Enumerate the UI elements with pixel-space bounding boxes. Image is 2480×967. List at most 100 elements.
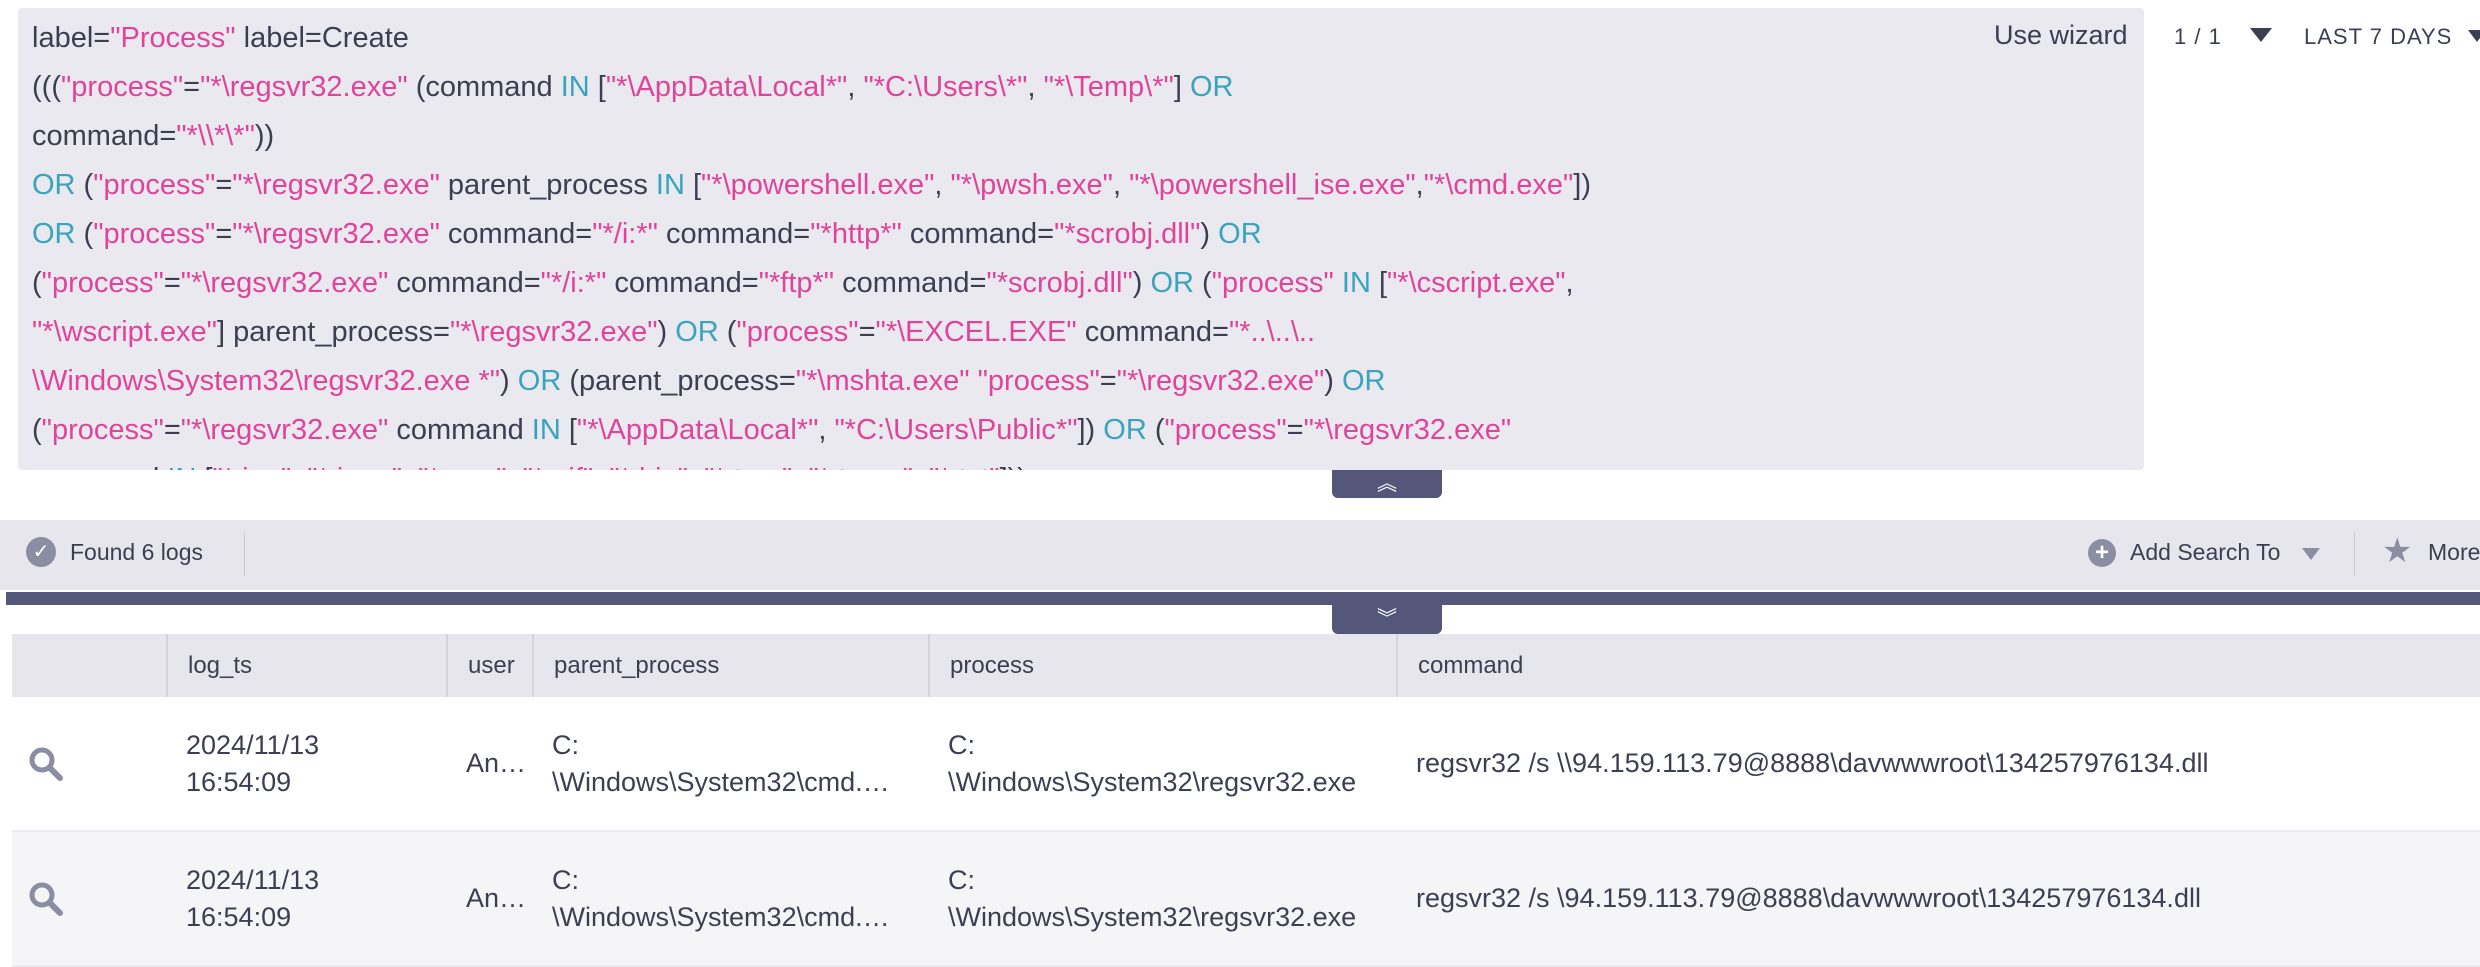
parent-process-line: \Windows\System32\cmd.… — [552, 766, 890, 797]
cell-parent-process: C: \Windows\System32\cmd.… — [532, 697, 928, 830]
query-text-token: , — [818, 414, 835, 446]
parent-process-line: C: — [552, 864, 579, 895]
query-text-token: ] — [1173, 71, 1190, 103]
query-string-token: "*\regsvr32.exe" — [232, 169, 440, 201]
query-string-token: "*http*" — [810, 218, 902, 250]
query-line: command IN ["*.jpg", "*.jpeg", "*.png", … — [32, 455, 1932, 470]
cell-command: regsvr32 /s \94.159.113.79@8888\davwwwro… — [1396, 832, 2480, 965]
query-text-token: command= — [388, 267, 541, 299]
command-value: regsvr32 /s \\94.159.113.79@8888\davwwwr… — [1416, 748, 2209, 778]
query-text-token: ]) — [1077, 414, 1104, 446]
magnifier-icon[interactable] — [26, 879, 66, 919]
query-text-token: ( — [718, 316, 737, 348]
log-ts-date: 2024/11/13 — [186, 864, 320, 895]
parent-process-line: \Windows\System32\cmd.… — [552, 901, 890, 932]
query-string-token: "Process" — [110, 22, 236, 54]
cell-process: C: \Windows\System32\regsvr32.exe — [928, 832, 1396, 965]
query-text-token: ( — [75, 218, 94, 250]
cell-user: An… — [446, 832, 532, 965]
column-header-user[interactable]: user — [446, 634, 532, 697]
query-string-token: "process" — [1211, 267, 1334, 299]
chevron-down-icon[interactable] — [2468, 30, 2480, 42]
process-line: C: — [948, 864, 975, 895]
query-string-token: "*\powershell_ise.exe" — [1129, 169, 1416, 201]
user-value: An… — [466, 748, 527, 778]
query-keyword-token: OR — [517, 365, 562, 397]
query-line: ("process"="*\regsvr32.exe" command="*/i… — [32, 259, 1932, 308]
query-string-token: "*\regsvr32.exe" — [232, 218, 440, 250]
result-counter: 1 / 1 — [2174, 24, 2222, 49]
results-table: log_ts user parent_process process comma… — [12, 634, 2480, 967]
query-area: label="Process" label=Create((("process"… — [18, 8, 2480, 498]
query-text-token: command= — [606, 267, 759, 299]
column-header-parent-process[interactable]: parent_process — [532, 634, 928, 697]
table-header: log_ts user parent_process process comma… — [12, 634, 2480, 697]
query-text-token: ])) — [1000, 463, 1027, 470]
query-text-token: , — [507, 463, 523, 470]
query-text-token: [ — [684, 169, 702, 201]
check-circle-icon: ✓ — [26, 537, 56, 567]
query-line: label="Process" label=Create — [32, 14, 1932, 63]
query-string-token: "*\AppData\Local*" — [605, 71, 848, 103]
query-line: ((("process"="*\regsvr32.exe" (command I… — [32, 63, 1932, 112]
parent-process-line: C: — [552, 729, 579, 760]
column-header-command[interactable]: command — [1396, 634, 2480, 697]
plus-circle-icon[interactable]: + — [2088, 539, 2116, 567]
query-string-token: "*\powershell.exe" — [701, 169, 935, 201]
query-keyword-token: OR — [675, 316, 719, 348]
add-search-to-button[interactable]: Add Search To — [2130, 539, 2281, 565]
query-string-token: "*.txt" — [929, 463, 1000, 470]
query-keyword-token: OR — [1150, 267, 1194, 299]
query-text-token: = — [183, 71, 201, 103]
process-line: \Windows\System32\regsvr32.exe — [948, 901, 1357, 932]
panel-splitter[interactable] — [6, 592, 2480, 605]
query-string-token: "*..\..\.. — [1228, 316, 1316, 348]
query-text-token: , — [1415, 169, 1424, 201]
query-text-token: , — [934, 169, 951, 201]
query-keyword-token: OR — [1103, 414, 1147, 446]
query-text-token: (parent_process= — [561, 365, 796, 397]
query-string-token: "*\mshta.exe" — [795, 365, 970, 397]
query-text-token: command= — [32, 120, 177, 152]
query-text-token: ( — [1193, 267, 1212, 299]
query-string-token: "*C:\Users\Public*" — [834, 414, 1078, 446]
use-wizard-button[interactable]: Use wizard — [1994, 20, 2128, 50]
query-text-token: , — [402, 463, 418, 470]
caret-down-icon[interactable] — [2250, 28, 2272, 42]
query-string-token: "process" — [60, 71, 184, 103]
column-header-process[interactable]: process — [928, 634, 1396, 697]
collapse-results-button[interactable]: ︾ — [1332, 604, 1442, 634]
cell-parent-process: C: \Windows\System32\cmd.… — [532, 832, 928, 965]
query-string-token: "*.gif" — [523, 463, 594, 470]
cell-log-ts: 2024/11/13 16:54:09 — [166, 832, 446, 965]
more-button[interactable]: More — [2428, 539, 2480, 565]
collapse-query-button[interactable]: ︽ — [1332, 470, 1442, 498]
query-text[interactable]: label="Process" label=Create((("process"… — [32, 14, 1932, 470]
query-text-token: , — [688, 463, 704, 470]
query-string-token: "*\regsvr32.exe" — [1116, 365, 1325, 397]
query-string-token: "*.jpg" — [213, 463, 292, 470]
query-text-token: [ — [1370, 267, 1388, 299]
query-keyword-token: IN — [531, 414, 561, 446]
query-text-token — [970, 365, 978, 397]
query-text-token: = — [163, 267, 181, 299]
query-string-token: "*ftp*" — [758, 267, 835, 299]
query-text-token: command= — [1076, 316, 1229, 348]
query-text-token: , — [1027, 71, 1044, 103]
query-line: ("process"="*\regsvr32.exe" command IN [… — [32, 406, 1932, 455]
magnifier-icon[interactable] — [26, 744, 66, 784]
time-range-selector[interactable]: LAST 7 DAYS — [2304, 24, 2453, 49]
divider — [244, 532, 245, 576]
table-row[interactable]: 2024/11/13 16:54:09 An… C: \Windows\Syst… — [12, 697, 2480, 832]
column-header-log-ts[interactable]: log_ts — [166, 634, 446, 697]
query-string-token: "process" — [41, 267, 164, 299]
query-text-token: = — [215, 169, 233, 201]
query-text-token: label=Create — [235, 22, 409, 54]
table-row[interactable]: 2024/11/13 16:54:09 An… C: \Windows\Syst… — [12, 832, 2480, 967]
caret-down-icon[interactable] — [2302, 548, 2320, 560]
query-editor[interactable]: label="Process" label=Create((("process"… — [18, 8, 2144, 470]
query-text-token: = — [215, 218, 233, 250]
query-string-token: "*scrobj.dll" — [986, 267, 1133, 299]
star-icon[interactable]: ★ — [2382, 532, 2413, 570]
cell-log-ts: 2024/11/13 16:54:09 — [166, 697, 446, 830]
